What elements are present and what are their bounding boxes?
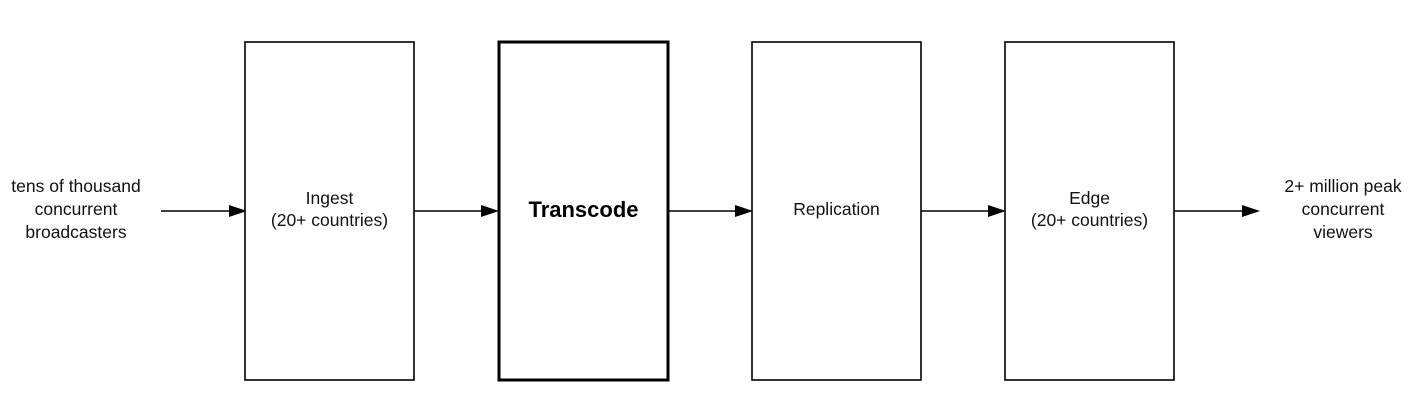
stage-edge-title: Edge [1069,188,1110,208]
sink-label: 2+ million peak concurrent viewers [1284,176,1401,242]
source-label: tens of thousand concurrent broadcasters [11,176,140,242]
stage-transcode-box [497,40,670,382]
arrow-source-to-ingest [161,205,247,217]
stage-replication-box [751,41,922,381]
stage-ingest-title: Ingest [306,188,354,208]
source-label-line-2: concurrent [35,199,118,219]
stage-edge: Edge (20+ countries) [1004,41,1175,381]
arrow-transcode-to-replication [668,205,753,217]
stage-ingest-box [244,41,415,381]
stage-edge-subtitle: (20+ countries) [1031,210,1148,230]
stage-ingest: Ingest (20+ countries) [244,41,415,381]
source-label-line-1: tens of thousand [11,176,140,196]
stage-ingest-subtitle: (20+ countries) [271,210,388,230]
arrow-ingest-to-transcode [414,205,499,217]
arrow-edge-to-sink [1174,205,1260,217]
sink-label-line-1: 2+ million peak [1284,176,1401,196]
arrow-replication-to-edge [921,205,1006,217]
stage-transcode-title: Transcode [528,197,638,222]
stage-replication: Replication [751,41,922,381]
sink-label-line-2: concurrent [1302,199,1385,219]
stage-transcode: Transcode [497,40,670,382]
source-label-line-3: broadcasters [25,222,126,242]
stage-edge-box [1004,41,1175,381]
stage-replication-title: Replication [793,199,880,219]
sink-label-line-3: viewers [1313,222,1373,242]
